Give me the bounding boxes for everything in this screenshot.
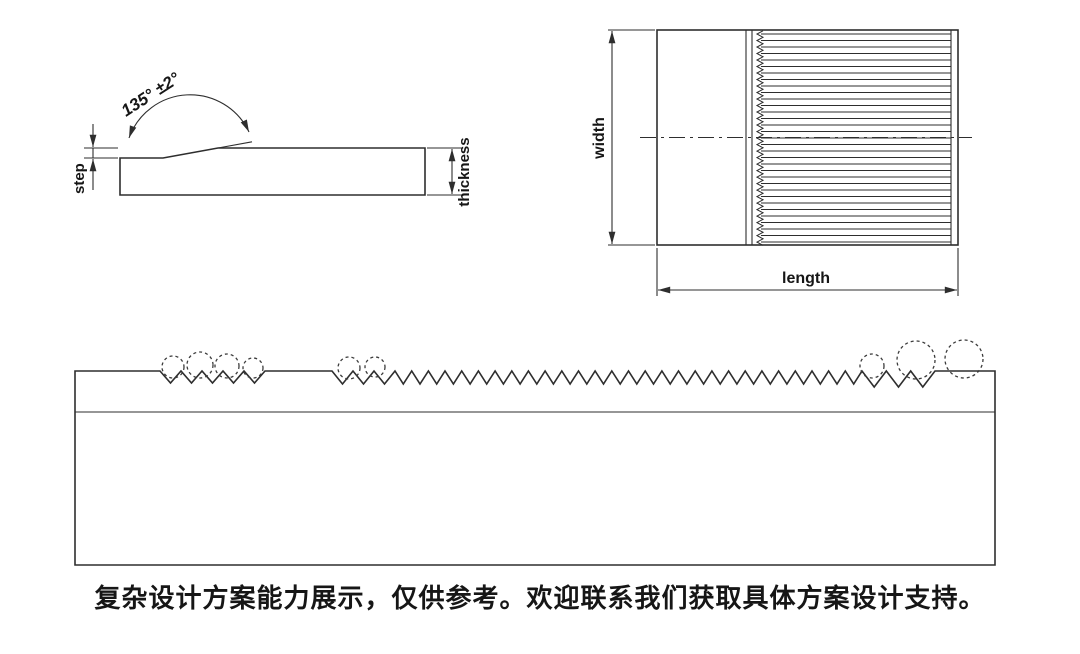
serrated-profile-outline [74,369,996,566]
thickness-dimension-label: thickness [456,137,473,206]
footer-caption: 复杂设计方案能力展示，仅供参考。欢迎联系我们获取具体方案设计支持。 [94,583,986,613]
top-plan-view: width length [591,29,972,296]
width-dimension-label: width [591,117,608,160]
tooth-detail-circle [337,356,361,380]
serrated-edge-profile [74,339,996,566]
side-profile-view: 135° ±2° step thickness [71,69,473,207]
tooth-detail-circle [944,339,984,379]
tooth-detail-circle [364,356,386,378]
step-dimension-label: step [71,163,88,194]
part-outline [119,147,426,196]
chamfer-extension-line [217,141,253,149]
fin-lines [761,33,951,243]
plan-outline [656,29,959,246]
tooth-detail-circle [214,353,240,379]
tooth-detail-circle [859,353,885,379]
length-dimension-label: length [782,270,830,287]
angle-dimension-label: 135° ±2° [118,69,183,121]
tooth-detail-circle [161,355,185,379]
angle-dimension-arc [128,94,250,139]
tooth-detail-circles [161,339,984,380]
fin-tooth-tips [755,30,765,246]
tooth-detail-circle [896,340,936,380]
tooth-detail-circle [186,351,214,379]
tooth-detail-circle [242,357,264,379]
